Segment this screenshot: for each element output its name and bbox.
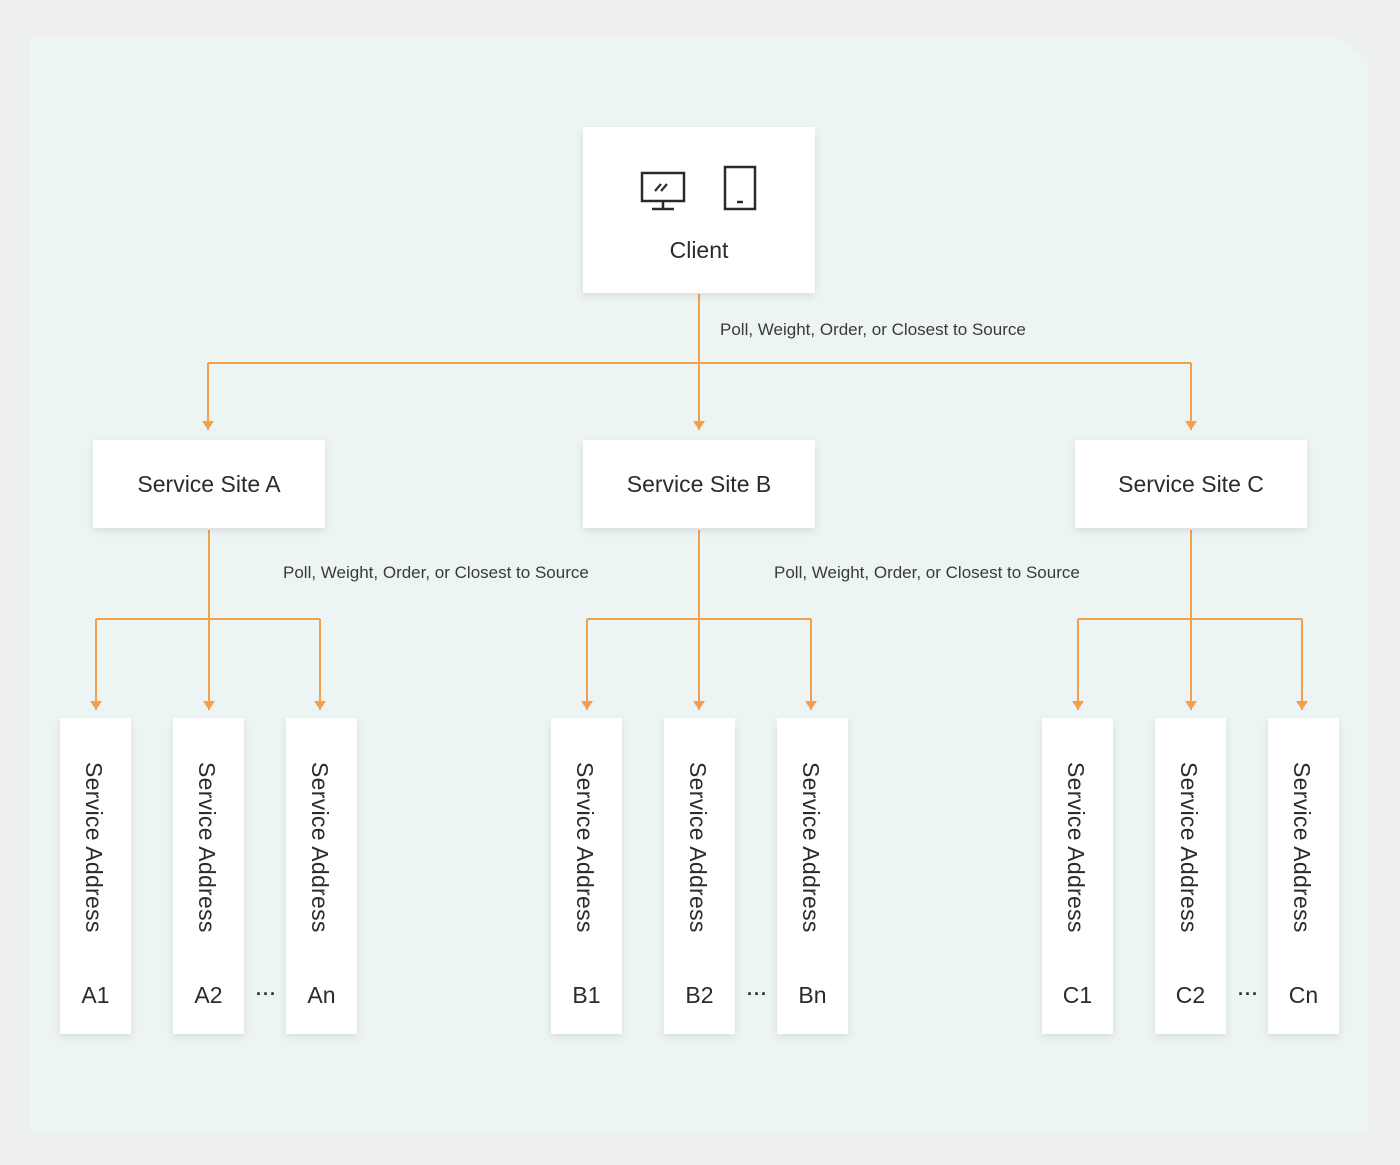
ellipsis-a: ··· bbox=[256, 984, 277, 1004]
site-b-routing-caption: Poll, Weight, Order, or Closest to Sourc… bbox=[774, 563, 1080, 582]
monitor-icon bbox=[640, 171, 686, 211]
service-address-c1: Service Address C1 bbox=[1042, 718, 1113, 1034]
address-label: Service Address bbox=[572, 762, 598, 933]
address-id: A2 bbox=[194, 982, 223, 1008]
address-id: C2 bbox=[1175, 982, 1206, 1008]
site-label: Service Site A bbox=[137, 471, 281, 497]
service-address-an: Service Address An bbox=[286, 718, 357, 1034]
service-address-b1: Service Address B1 bbox=[551, 718, 622, 1034]
address-label: Service Address bbox=[685, 762, 711, 933]
address-label: Service Address bbox=[1176, 762, 1202, 933]
site-label: Service Site C bbox=[1118, 471, 1264, 497]
client-label: Client bbox=[669, 237, 729, 263]
address-label: Service Address bbox=[1289, 762, 1315, 933]
service-address-a1: Service Address A1 bbox=[60, 718, 131, 1034]
address-id: Cn bbox=[1288, 982, 1319, 1008]
address-label: Service Address bbox=[1063, 762, 1089, 933]
phone-icon bbox=[723, 165, 757, 211]
address-label: Service Address bbox=[194, 762, 220, 933]
service-site-c: Service Site C bbox=[1075, 440, 1307, 528]
address-label: Service Address bbox=[307, 762, 333, 933]
address-id: An bbox=[307, 982, 336, 1008]
address-label: Service Address bbox=[81, 762, 107, 933]
address-id: C1 bbox=[1062, 982, 1093, 1008]
ellipsis-b: ··· bbox=[747, 984, 768, 1004]
client-routing-caption: Poll, Weight, Order, or Closest to Sourc… bbox=[720, 320, 1026, 339]
address-id: Bn bbox=[798, 982, 827, 1008]
address-id: A1 bbox=[81, 982, 110, 1008]
service-address-a2: Service Address A2 bbox=[173, 718, 244, 1034]
service-address-bn: Service Address Bn bbox=[777, 718, 848, 1034]
service-address-c2: Service Address C2 bbox=[1155, 718, 1226, 1034]
address-label: Service Address bbox=[798, 762, 824, 933]
service-address-b2: Service Address B2 bbox=[664, 718, 735, 1034]
address-id: B2 bbox=[685, 982, 714, 1008]
client-node: Client bbox=[583, 127, 815, 293]
service-address-cn: Service Address Cn bbox=[1268, 718, 1339, 1034]
service-site-a: Service Site A bbox=[93, 440, 325, 528]
site-a-routing-caption: Poll, Weight, Order, or Closest to Sourc… bbox=[283, 563, 589, 582]
ellipsis-c: ··· bbox=[1238, 984, 1259, 1004]
site-label: Service Site B bbox=[626, 471, 772, 497]
address-id: B1 bbox=[572, 982, 601, 1008]
service-site-b: Service Site B bbox=[583, 440, 815, 528]
